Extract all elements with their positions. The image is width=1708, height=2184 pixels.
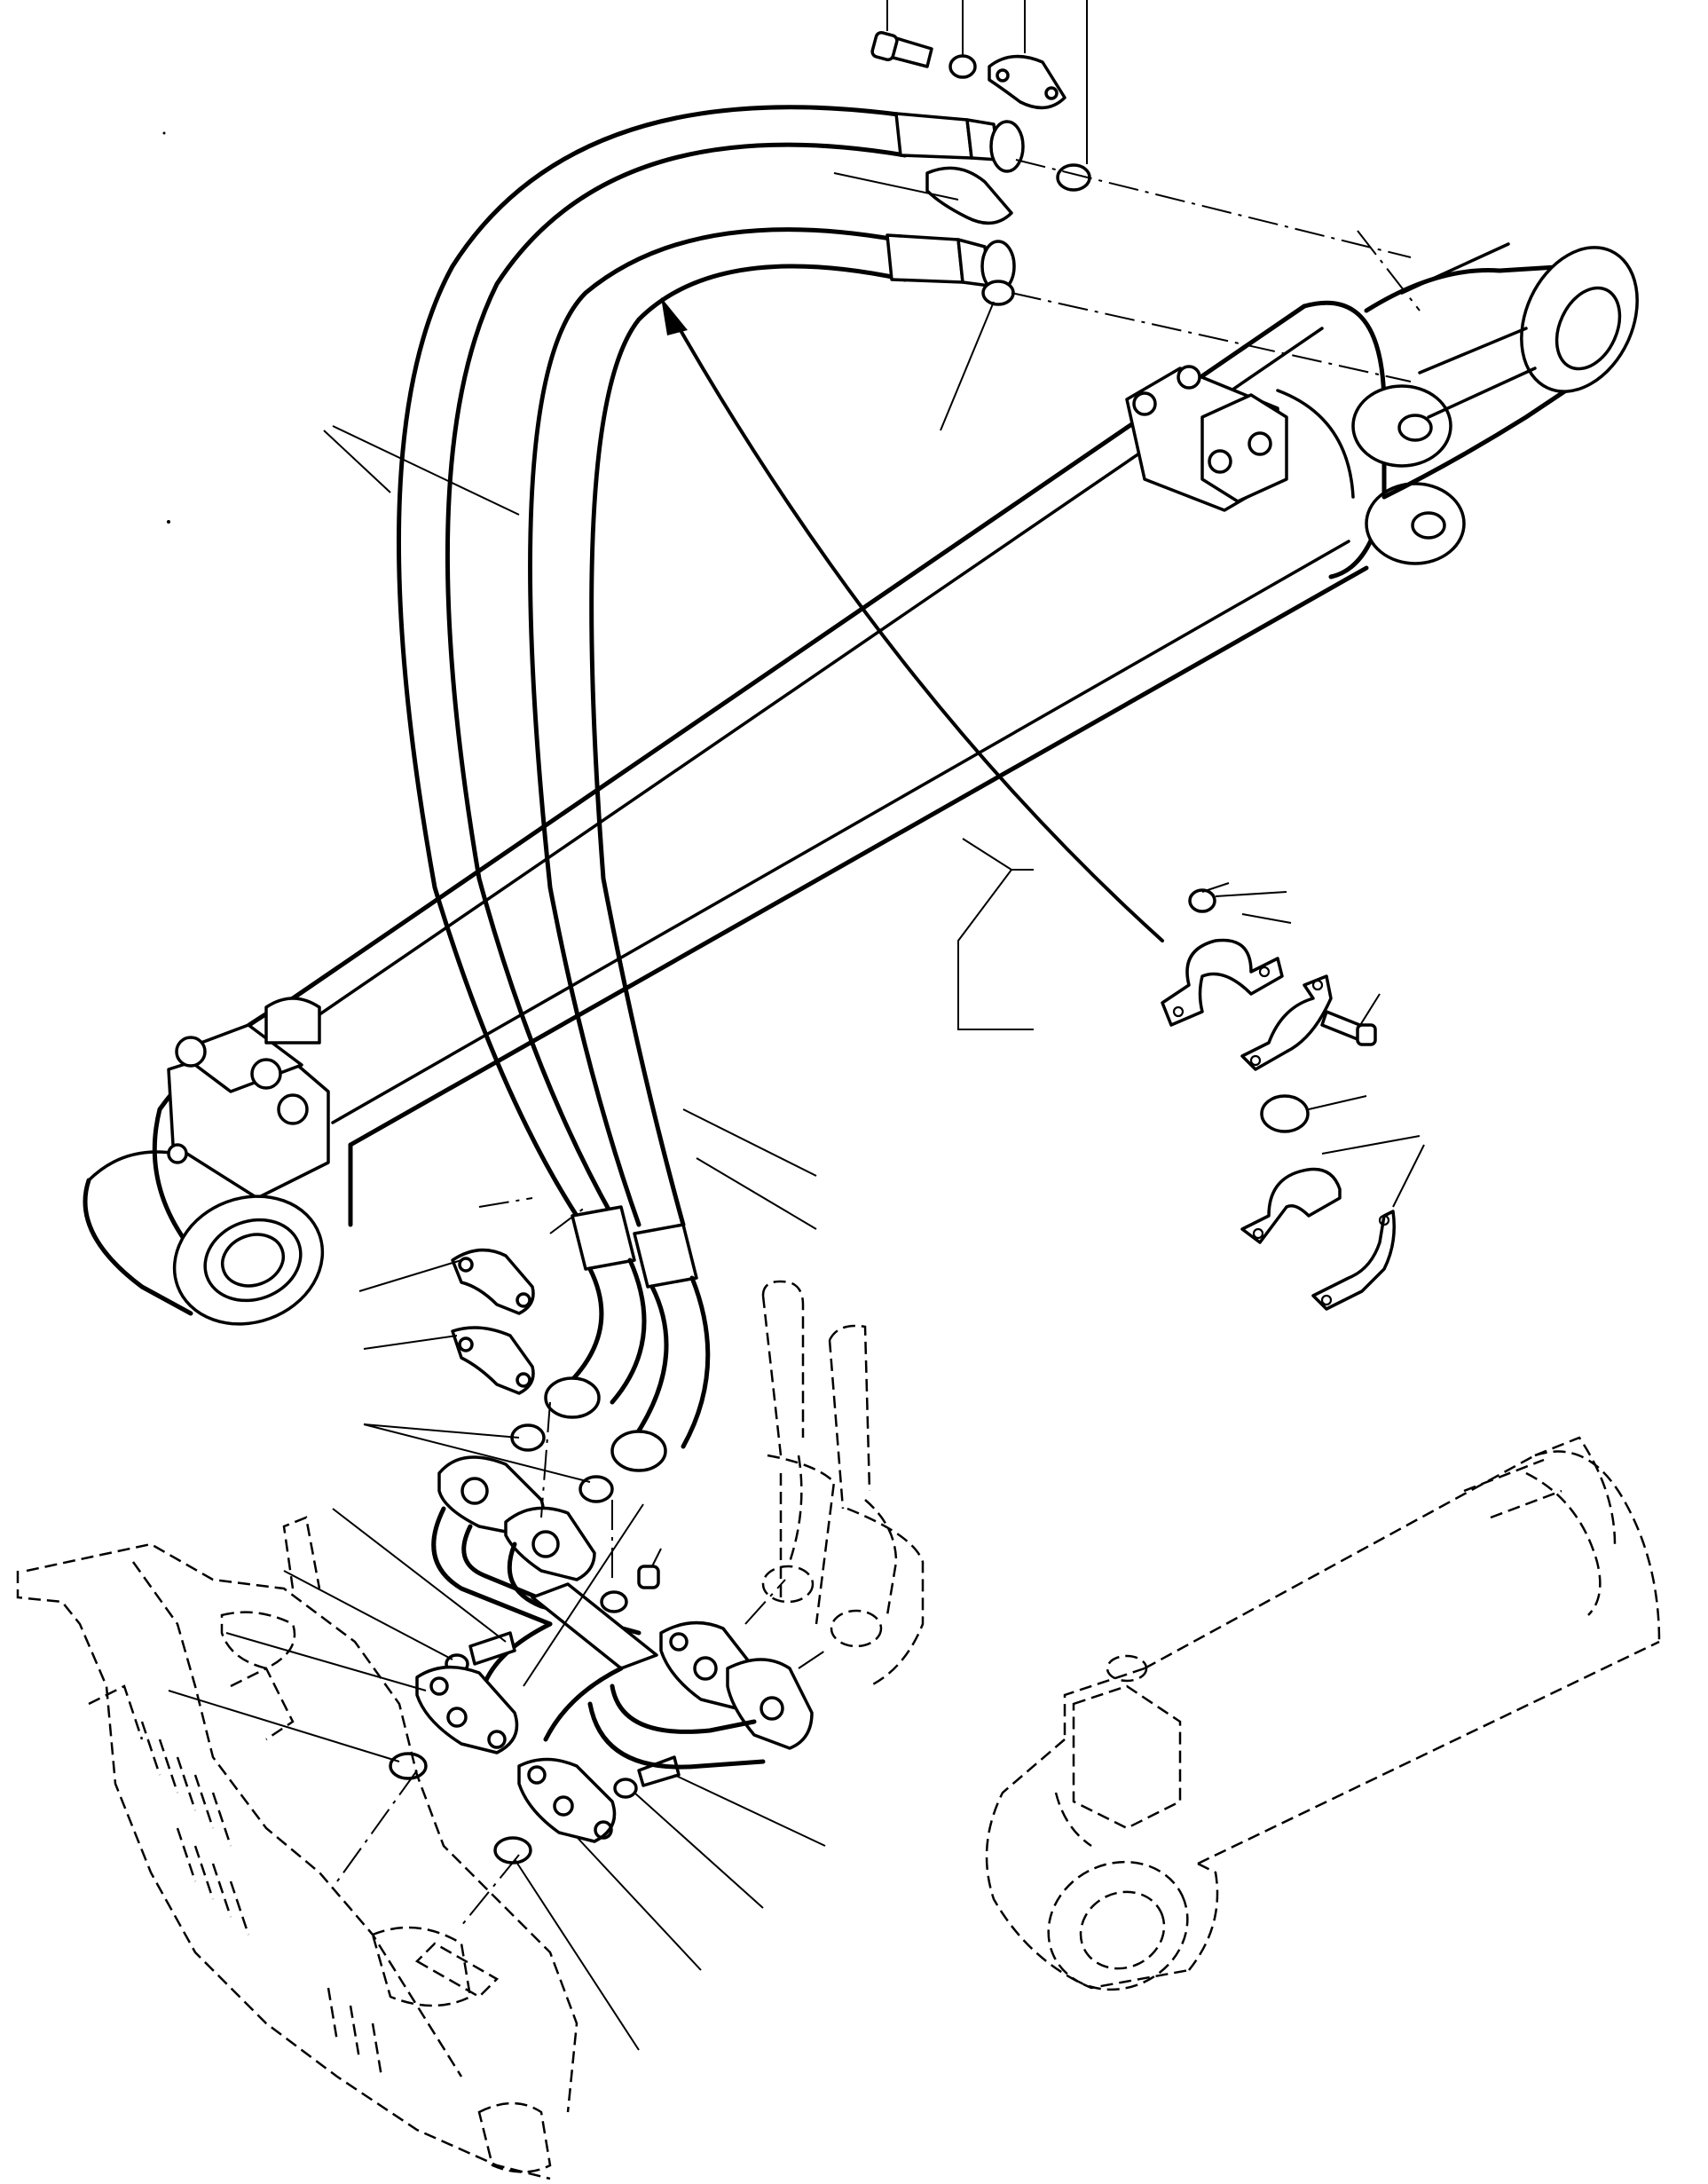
hose-clamp-set: [1161, 882, 1425, 1311]
phantom-cylinder: [985, 1436, 1661, 1991]
arrowhead: [661, 297, 688, 335]
phantom-hoses: [761, 1280, 925, 1688]
drawing-speck: [167, 520, 170, 524]
hydraulic-cylinder: [83, 242, 1639, 1326]
top-flange-parts: [833, 0, 1421, 431]
pipe-flange-assembly: [336, 1197, 826, 1927]
hose-leader: [323, 425, 520, 516]
location-arrow: [673, 318, 1164, 942]
drawing-speck-2: [162, 131, 166, 135]
cylinder-leader: [957, 838, 1034, 1030]
hose-pair: [397, 105, 1025, 1472]
flange-leaders: [168, 1108, 826, 2051]
phantom-control-valve: [16, 1516, 579, 2180]
